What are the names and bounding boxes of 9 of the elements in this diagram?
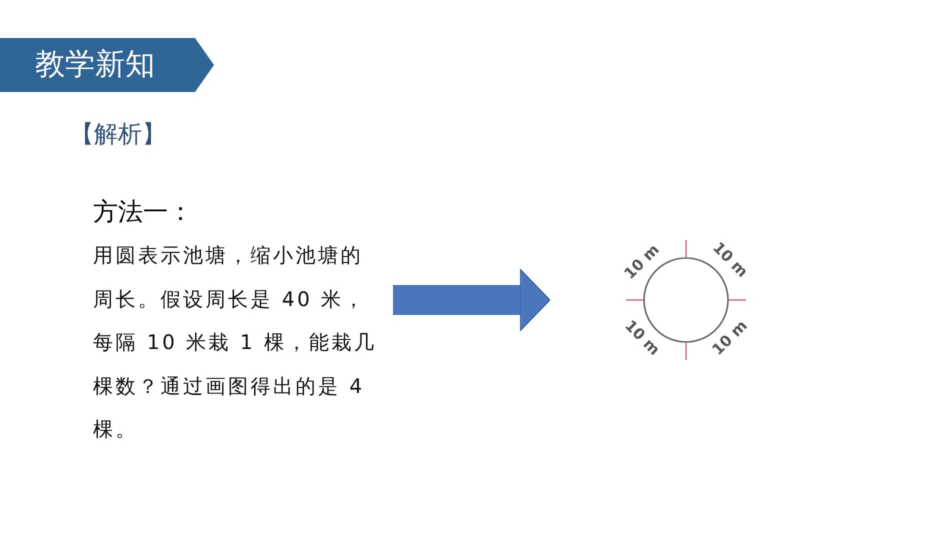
length-label: 10 m xyxy=(709,317,751,359)
length-label: 10 m xyxy=(709,239,751,281)
method-description: 用圆表示池塘，缩小池塘的周长。假设周长是 40 米，每隔 10 米栽 1 棵，能栽几棵数？通过画图得出的是 4 棵。 xyxy=(93,242,378,443)
block-arrow xyxy=(393,268,550,332)
length-label: 10 m xyxy=(621,241,663,283)
length-label: 10 m xyxy=(621,317,663,359)
method-heading: 方法一： xyxy=(93,196,193,228)
section-label: 【解析】 xyxy=(70,119,166,150)
title: 教学新知 xyxy=(35,46,155,84)
